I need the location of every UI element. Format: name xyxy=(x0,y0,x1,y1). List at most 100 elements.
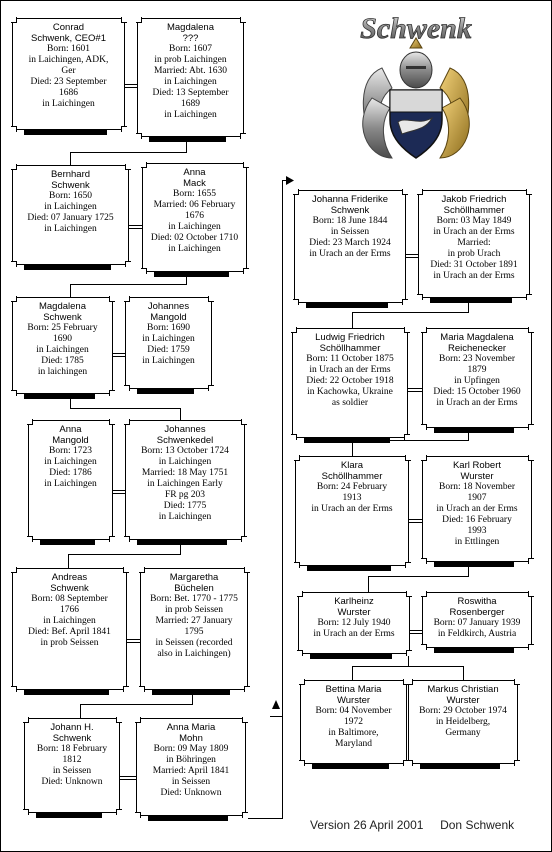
person-name-line: Johanna Friderike xyxy=(311,194,389,205)
box-corner-notch xyxy=(121,126,127,132)
arrow-right-icon xyxy=(286,176,294,185)
box-corner-notch xyxy=(109,536,115,542)
connector-line xyxy=(70,152,187,153)
box-corner-notch xyxy=(139,686,145,692)
person-name-line: Anna Maria xyxy=(166,722,216,733)
person-detail-line: in Laichingen xyxy=(164,77,217,87)
person-name-line: Schöllhammer xyxy=(443,205,505,216)
box-corner-notch xyxy=(528,591,534,597)
connector-line xyxy=(180,408,181,420)
box-corner-notch xyxy=(141,268,147,274)
box-corner-notch xyxy=(294,455,300,461)
person-detail-line: Born: 23 November xyxy=(439,354,515,364)
person-detail-line: 1766 xyxy=(60,605,79,615)
person-detail-line: Died: Unknown xyxy=(160,788,222,798)
box-corner-notch xyxy=(11,261,17,267)
person-detail-line: Born: 07 January 1939 xyxy=(433,618,521,628)
person-detail-line: 1690 xyxy=(53,334,72,344)
person-detail-line: in Seissen (recorded xyxy=(155,638,233,648)
person-detail-line: in prob Laichingen xyxy=(154,55,227,65)
person-detail-line: in Seissen xyxy=(171,777,211,787)
person-name-line: Schwenk xyxy=(51,180,90,191)
box-corner-notch xyxy=(297,591,303,597)
person-detail-line: 1907 xyxy=(467,493,487,503)
box-shadow-bar xyxy=(420,764,500,769)
person-detail-line: in prob Seissen xyxy=(40,638,99,648)
connector-line xyxy=(282,180,283,819)
person-name-line: Magdalena xyxy=(166,22,214,33)
box-corner-notch xyxy=(11,567,17,573)
box-corner-notch xyxy=(23,809,29,815)
person-detail-line: Married: xyxy=(457,238,491,248)
box-shadow-bar xyxy=(307,566,391,571)
connector-line xyxy=(80,704,81,718)
connector-line xyxy=(68,554,181,555)
connector-line xyxy=(468,298,469,312)
person-detail-line: Ger xyxy=(61,66,76,76)
box-shadow-bar xyxy=(24,130,107,135)
person-detail-line: in Urach an der Erms xyxy=(311,504,393,514)
person-detail-line: in Laichingen xyxy=(44,457,97,467)
person-name-line: Schwenk, CEO#1 xyxy=(31,33,106,44)
person-detail-line: in Laichingen xyxy=(142,334,195,344)
person-detail-line: in Laichingen xyxy=(168,222,221,232)
person-name-line: ??? xyxy=(182,33,199,44)
connector-line xyxy=(68,554,69,568)
box-shadow-bar xyxy=(154,272,229,277)
marriage-connector xyxy=(127,639,140,643)
person-detail-line: Died: 07 January 1725 xyxy=(27,213,114,223)
person-detail-line: Died: 22 October 1918 xyxy=(306,376,394,386)
person-detail-line: Born: 18 November xyxy=(439,482,515,492)
connector-line xyxy=(408,648,409,666)
person-detail-line: in Baltimore, xyxy=(328,728,379,738)
marriage-connector xyxy=(409,519,422,523)
box-corner-notch xyxy=(123,686,129,692)
box-corner-notch xyxy=(11,164,17,170)
person-detail-line: in Laichingen xyxy=(142,356,195,366)
box-corner-notch xyxy=(243,268,249,274)
box-corner-notch xyxy=(403,679,409,685)
person-detail-line: 1993 xyxy=(467,526,487,536)
marriage-connector xyxy=(113,353,125,357)
person-detail-line: in Urach an der Erms xyxy=(309,249,391,259)
person-name-line: Mohn xyxy=(179,733,203,744)
person-detail-line: Born: 18 June 1844 xyxy=(312,216,388,226)
person-name-line: Karl Robert xyxy=(452,460,502,471)
box-corner-notch xyxy=(405,562,411,568)
person-name-line: Schöllhammer xyxy=(321,471,383,482)
person-detail-line: 1795 xyxy=(184,627,204,637)
person-detail-line: in Laichingen xyxy=(168,244,221,254)
box-corner-notch xyxy=(243,162,249,168)
person-detail-line: 1913 xyxy=(342,493,362,503)
person-detail-line: in Kachowka, Ukraine xyxy=(307,387,393,397)
person-detail-line: in Laichingen xyxy=(158,512,212,522)
person-name-line: Roswitha xyxy=(457,596,497,607)
person-detail-line: 1972 xyxy=(344,717,363,727)
person-detail-line: in Feldkirch, Austria xyxy=(437,629,517,639)
box-corner-notch xyxy=(109,296,115,302)
box-corner-notch xyxy=(417,189,423,195)
marriage-connector xyxy=(113,490,125,494)
box-corner-notch xyxy=(403,760,409,766)
person-name-line: Ludwig Friedrich xyxy=(315,332,385,343)
person-name-line: Wurster xyxy=(336,695,371,706)
marriage-connector xyxy=(129,225,142,229)
box-corner-notch xyxy=(407,679,413,685)
connector-line xyxy=(463,666,464,680)
person-detail-line: Died: 1785 xyxy=(41,356,84,366)
box-corner-notch xyxy=(11,17,17,23)
person-name-line: Magdalena xyxy=(38,301,86,312)
box-shadow-bar xyxy=(312,764,389,769)
connector-line xyxy=(270,716,283,717)
person-detail-line: Died: 1759 xyxy=(147,345,190,355)
box-corner-notch xyxy=(406,650,412,656)
person-detail-line: Born: 11 October 1875 xyxy=(306,354,394,364)
box-corner-notch xyxy=(421,327,427,333)
person-name-line: Jakob Friedrich xyxy=(441,194,507,205)
